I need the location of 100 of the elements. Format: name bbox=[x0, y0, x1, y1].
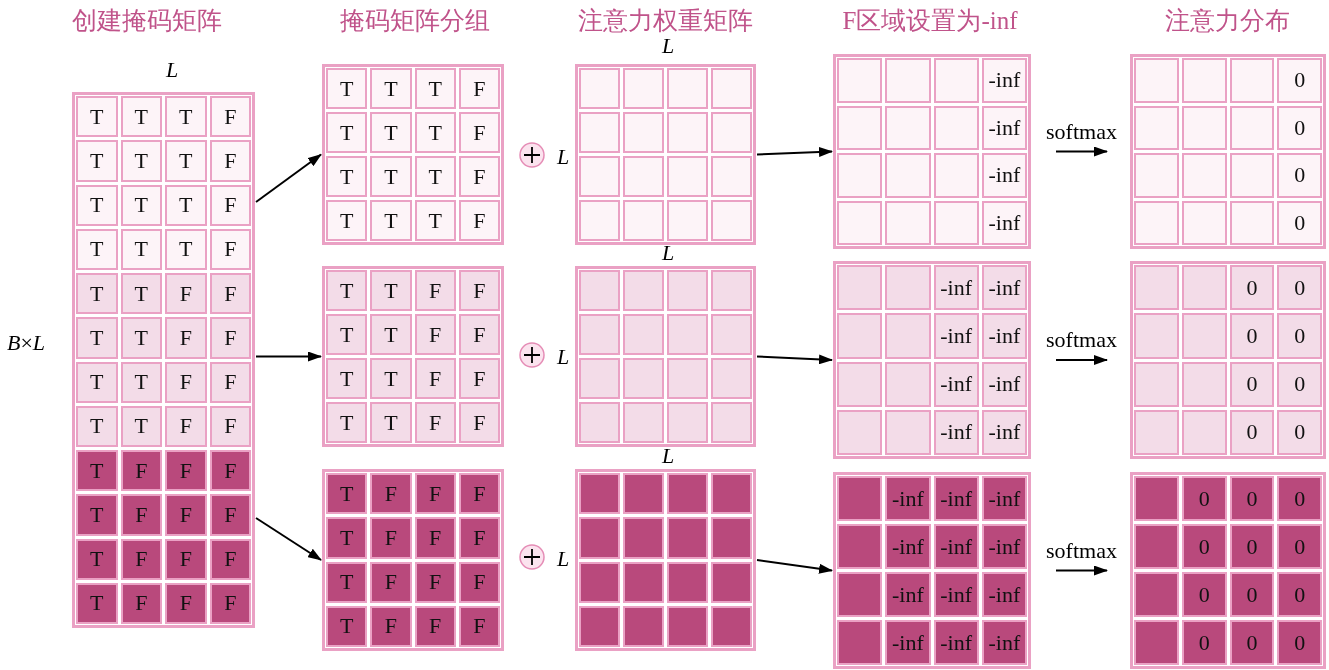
matrix-cell: F bbox=[414, 605, 456, 647]
matrix-cell: F bbox=[120, 582, 162, 624]
matrix-cell: T bbox=[326, 156, 368, 197]
matrix-cell: 0 bbox=[1229, 620, 1275, 665]
matrix-grid bbox=[322, 469, 504, 651]
matrix-cell: F bbox=[414, 358, 456, 399]
matrix-cell: 0 bbox=[1277, 409, 1322, 455]
matrix-cell: F bbox=[165, 317, 207, 359]
matrix-cell: -inf bbox=[981, 361, 1027, 407]
dimension-label: L bbox=[165, 57, 179, 83]
matrix-cell: F bbox=[209, 538, 251, 580]
matrix-cell: T bbox=[414, 156, 456, 197]
matrix-cell: T bbox=[120, 184, 162, 226]
matrix-cell: F bbox=[209, 361, 251, 403]
matrix-grid bbox=[575, 469, 756, 651]
matrix-grid bbox=[1130, 54, 1326, 249]
matrix-cell: -inf bbox=[981, 58, 1027, 103]
matrix-cell: 0 bbox=[1229, 572, 1275, 617]
matrix-grid bbox=[575, 64, 756, 245]
arrow bbox=[255, 153, 322, 203]
dimension-label: L bbox=[556, 546, 570, 572]
matrix-cell: 0 bbox=[1277, 153, 1322, 198]
matrix-cell: F bbox=[414, 270, 456, 311]
arrow bbox=[255, 517, 322, 561]
dimension-label: L bbox=[556, 144, 570, 170]
matrix-cell: 0 bbox=[1277, 361, 1322, 407]
matrix-cell: F bbox=[209, 96, 251, 138]
arrow bbox=[756, 354, 833, 365]
matrix-grid bbox=[833, 261, 1031, 459]
matrix-cell: T bbox=[326, 314, 368, 355]
matrix-cell: T bbox=[414, 68, 456, 109]
matrix-cell: F bbox=[209, 494, 251, 536]
matrix-cell: 0 bbox=[1277, 313, 1322, 359]
matrix-cell: F bbox=[209, 140, 251, 182]
matrix-cell: F bbox=[209, 228, 251, 270]
matrix-cell: -inf bbox=[981, 476, 1027, 521]
matrix-cell: T bbox=[165, 184, 207, 226]
matrix-cell: T bbox=[120, 317, 162, 359]
matrix-cell: 0 bbox=[1277, 476, 1322, 521]
matrix-cell: T bbox=[120, 273, 162, 315]
matrix-cell: F bbox=[458, 200, 500, 241]
matrix-grid bbox=[1130, 472, 1326, 669]
matrix-cell: T bbox=[326, 473, 368, 515]
matrix-cell: 0 bbox=[1181, 620, 1227, 665]
matrix-cell: -inf bbox=[981, 105, 1027, 150]
matrix-grid bbox=[322, 266, 504, 447]
matrix-cell: F bbox=[165, 405, 207, 447]
matrix-cell: T bbox=[76, 361, 118, 403]
matrix-cell: F bbox=[414, 517, 456, 559]
matrix-cell: T bbox=[120, 228, 162, 270]
dimension-label: L bbox=[556, 344, 570, 370]
matrix-cell: T bbox=[326, 68, 368, 109]
matrix-cell: T bbox=[165, 140, 207, 182]
matrix-cell: -inf bbox=[885, 524, 931, 569]
matrix-grid bbox=[575, 266, 756, 447]
matrix-cell: T bbox=[120, 361, 162, 403]
arrow bbox=[756, 559, 833, 574]
matrix-cell: 0 bbox=[1277, 524, 1322, 569]
matrix-cell: F bbox=[209, 450, 251, 492]
matrix-cell: T bbox=[326, 561, 368, 603]
matrix-cell: T bbox=[414, 200, 456, 241]
matrix-grid bbox=[322, 64, 504, 245]
matrix-cell: 0 bbox=[1229, 313, 1275, 359]
matrix-cell: F bbox=[209, 317, 251, 359]
matrix-cell: T bbox=[370, 156, 412, 197]
matrix-cell: 0 bbox=[1229, 265, 1275, 311]
matrix-grid bbox=[1130, 261, 1326, 459]
matrix-cell: F bbox=[458, 473, 500, 515]
matrix-cell: T bbox=[165, 96, 207, 138]
matrix-cell: F bbox=[458, 605, 500, 647]
matrix-cell: F bbox=[165, 361, 207, 403]
matrix-cell: T bbox=[326, 517, 368, 559]
matrix-cell: F bbox=[458, 68, 500, 109]
arrow bbox=[255, 351, 322, 362]
matrix-cell: F bbox=[414, 561, 456, 603]
matrix-cell: 0 bbox=[1229, 361, 1275, 407]
arrow bbox=[1055, 146, 1108, 157]
matrix-cell: F bbox=[165, 582, 207, 624]
arrow bbox=[756, 147, 833, 157]
matrix-cell: F bbox=[414, 402, 456, 443]
matrix-cell: 0 bbox=[1181, 572, 1227, 617]
matrix-cell: F bbox=[458, 270, 500, 311]
matrix-cell: T bbox=[76, 582, 118, 624]
matrix-cell: F bbox=[165, 450, 207, 492]
matrix-cell: F bbox=[120, 538, 162, 580]
matrix-cell: T bbox=[76, 317, 118, 359]
matrix-cell: F bbox=[370, 605, 412, 647]
matrix-cell: F bbox=[370, 517, 412, 559]
matrix-cell: F bbox=[120, 450, 162, 492]
matrix-cell: T bbox=[326, 270, 368, 311]
matrix-cell: 0 bbox=[1229, 476, 1275, 521]
matrix-cell: T bbox=[370, 200, 412, 241]
dimension-label: L bbox=[661, 443, 675, 469]
matrix-cell: 0 bbox=[1277, 200, 1322, 245]
matrix-cell: T bbox=[370, 314, 412, 355]
matrix-cell: 0 bbox=[1277, 58, 1322, 103]
matrix-grid bbox=[833, 54, 1031, 249]
matrix-cell: F bbox=[209, 582, 251, 624]
dimension-label: B×L bbox=[6, 330, 46, 356]
matrix-cell: T bbox=[76, 184, 118, 226]
